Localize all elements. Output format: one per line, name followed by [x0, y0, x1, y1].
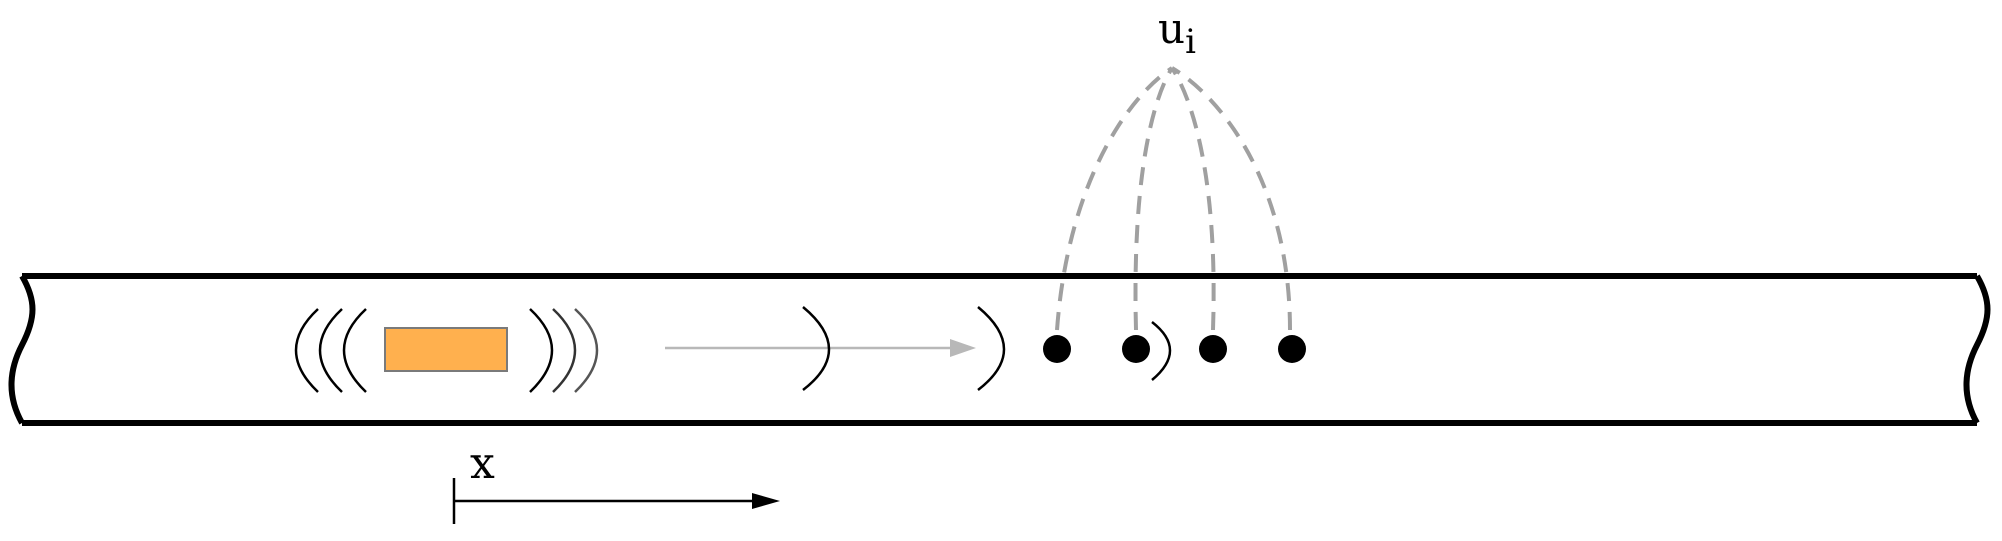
sensor-3	[1199, 335, 1227, 363]
sensor-label: ui	[1158, 4, 1196, 62]
source-block	[384, 327, 508, 372]
sensor-label-main: u	[1158, 4, 1185, 53]
right-wave-arc-3	[574, 308, 599, 393]
pipe-left-wavy-end	[8, 274, 36, 425]
flow-arrow	[665, 339, 976, 357]
propagating-wavefronts	[802, 306, 1172, 391]
flow-arrow-head	[950, 339, 976, 357]
connector-4	[1170, 66, 1292, 331]
wavefront-1	[802, 306, 831, 391]
sensor-label-subscript: i	[1185, 22, 1196, 62]
connector-3	[1170, 66, 1216, 331]
sensor-connectors	[1055, 66, 1292, 331]
position-axis: x	[452, 438, 780, 524]
pipe	[8, 273, 1991, 426]
wavefront-2	[977, 306, 1006, 391]
sensors	[1043, 335, 1306, 363]
axis-label: x	[470, 438, 495, 489]
right-wave-arcs	[529, 308, 599, 393]
axis-arrow-head	[752, 493, 780, 509]
sensor-4	[1278, 335, 1306, 363]
right-wave-arc-2	[552, 308, 577, 393]
sensor-2	[1122, 335, 1150, 363]
left-wave-arc-3	[342, 308, 367, 393]
wavefront-3	[1151, 321, 1172, 381]
left-wave-arc-2	[318, 308, 343, 393]
left-wave-arc-1	[294, 308, 319, 393]
right-wave-arc-1	[529, 308, 554, 393]
connector-1	[1055, 66, 1174, 331]
left-wave-arcs	[294, 308, 367, 393]
connector-2	[1133, 66, 1174, 331]
sensor-1	[1043, 335, 1071, 363]
pipe-right-wavy-end	[1963, 274, 1991, 425]
